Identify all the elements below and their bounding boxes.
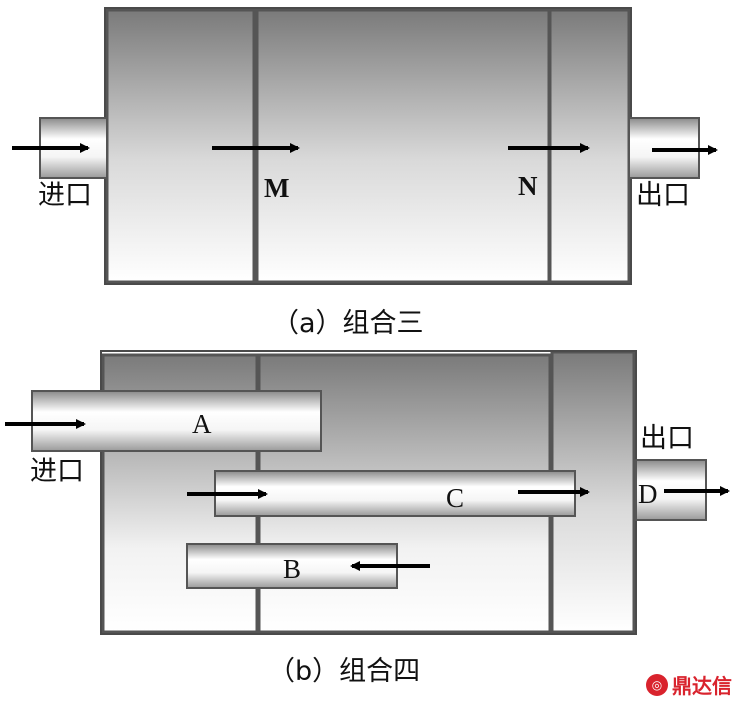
pipe-a-label: A xyxy=(192,409,212,439)
pipe-c xyxy=(214,470,576,517)
point-m-label: M xyxy=(264,173,289,203)
outlet-label-a: 出口 xyxy=(636,180,690,211)
caption-b: （b）组合四 xyxy=(268,656,420,687)
point-d-label: D xyxy=(638,479,658,509)
pipe-b-label: B xyxy=(283,554,301,584)
watermark: ◎ 鼎达信 xyxy=(646,670,732,699)
diagram-a: 进口 M N 出口 （a）组合三 xyxy=(12,7,718,339)
inlet-label-b: 进口 xyxy=(30,456,84,487)
watermark-text: 鼎达信 xyxy=(672,674,732,698)
watermark-logo-icon: ◎ xyxy=(646,673,668,696)
diagram-b: A 进口 C D 出口 B （b）组合四 xyxy=(5,350,730,687)
point-n-label: N xyxy=(518,171,538,201)
chamber-2-a xyxy=(255,8,551,284)
inlet-label-a: 进口 xyxy=(38,180,92,211)
pipe-c-label: C xyxy=(446,483,464,513)
caption-a: （a）组合三 xyxy=(272,308,424,339)
outlet-label-b: 出口 xyxy=(640,423,694,454)
pipe-a xyxy=(31,390,322,452)
